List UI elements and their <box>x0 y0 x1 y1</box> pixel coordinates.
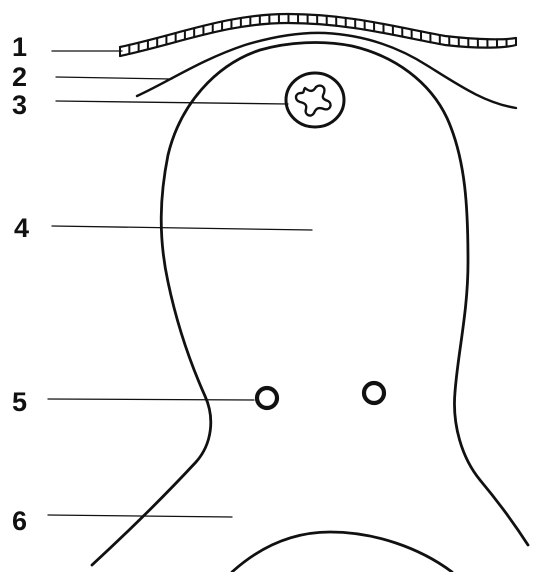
structure-3-lumen <box>296 86 331 116</box>
leader-line-2 <box>56 77 172 79</box>
label-4: 4 <box>14 213 29 243</box>
outer-layer <box>120 14 516 56</box>
structure-3-outer-ring <box>286 73 344 127</box>
leader-line-5 <box>48 399 254 400</box>
outer-layer-bottom-edge <box>120 23 516 56</box>
label-6: 6 <box>12 506 27 536</box>
leader-line-6 <box>48 515 232 517</box>
circular-structure-3 <box>286 73 344 127</box>
leader-line-4 <box>52 226 312 230</box>
small-circle-left <box>257 388 277 408</box>
main-body-outline <box>92 43 528 565</box>
base-arc <box>232 532 452 572</box>
label-1: 1 <box>12 32 27 62</box>
label-3: 3 <box>12 90 27 120</box>
label-5: 5 <box>12 387 27 417</box>
small-circle-right <box>364 383 384 403</box>
label-2: 2 <box>12 62 27 92</box>
leader-line-3 <box>56 101 288 104</box>
number-labels: 1 2 3 4 5 6 <box>12 32 29 536</box>
